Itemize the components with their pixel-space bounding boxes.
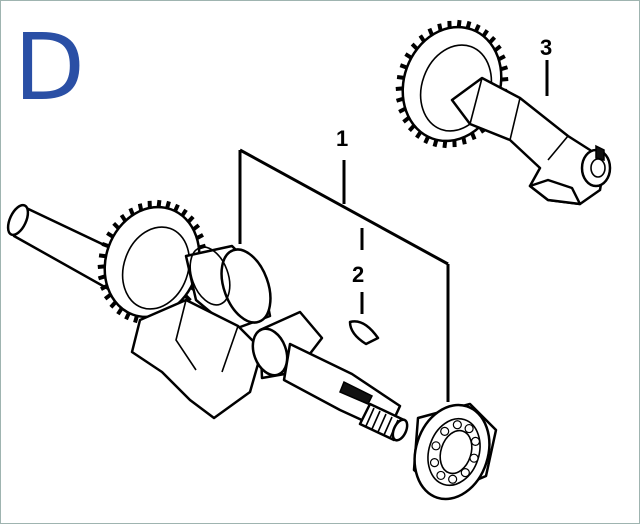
section-letter: D <box>14 14 85 121</box>
bearing-ball <box>436 470 446 481</box>
bearing-ball <box>440 426 450 436</box>
bearing-ball <box>469 453 479 463</box>
bearing-ball <box>431 441 441 451</box>
woodruff-key-icon <box>348 320 380 346</box>
bearing-ball <box>429 458 440 468</box>
callout-leaders <box>238 60 549 402</box>
bearing-ball <box>460 468 470 478</box>
callout-2: 2 <box>352 262 364 287</box>
ball-bearing-icon <box>412 402 498 501</box>
crankshaft-icon <box>6 199 409 442</box>
callout-1: 1 <box>336 126 348 151</box>
bearing-ball <box>448 474 458 484</box>
bearing-ball <box>470 436 481 446</box>
bearing-ball <box>452 420 462 430</box>
bearing-ball <box>464 423 474 434</box>
callout-3: 3 <box>540 35 552 60</box>
camshaft-icon <box>395 19 612 206</box>
